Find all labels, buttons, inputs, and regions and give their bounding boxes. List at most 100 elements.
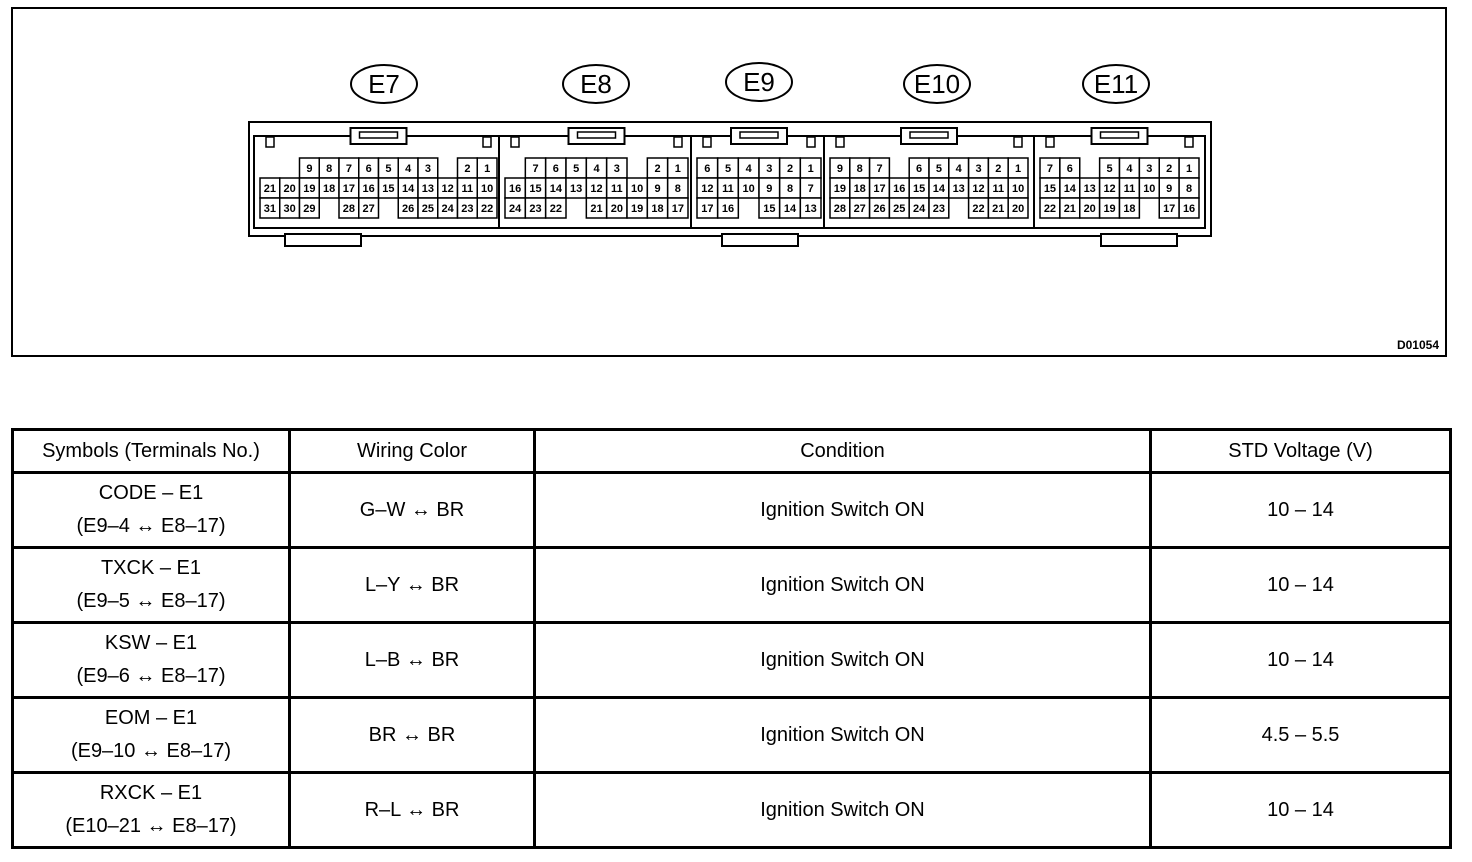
connector-e10-peg-right [1013, 136, 1023, 148]
terminal-number: 1 [675, 163, 681, 175]
terminal-cell [1007, 197, 1029, 219]
terminal-number: 5 [573, 163, 579, 175]
terminal-number: 16 [1183, 203, 1195, 215]
symbol-cell: EOM – E1 (E9–10 ↔ E8–17) [11, 696, 291, 774]
terminal-number: 8 [1186, 183, 1192, 195]
connector-e7-label: E7 [368, 69, 400, 99]
terminal-number: 2 [995, 163, 1001, 175]
terminal-number: 7 [1047, 163, 1053, 175]
terminal-number: 20 [1084, 203, 1096, 215]
terminal-number: 5 [1107, 163, 1113, 175]
voltage-cell: 10 – 14 [1149, 621, 1452, 699]
terminal-number: 26 [402, 203, 414, 215]
terminal-number: 11 [462, 183, 474, 195]
terminal-number: 16 [509, 183, 521, 195]
terminal-number: 11 [611, 183, 623, 195]
terminal-number: 10 [481, 183, 493, 195]
terminal-number: 24 [509, 203, 522, 215]
condition-cell: Ignition Switch ON [533, 621, 1152, 699]
terminal-number: 15 [913, 183, 925, 195]
terminal-number: 10 [743, 183, 755, 195]
terminal-number: 5 [936, 163, 942, 175]
terminal-number: 2 [464, 163, 470, 175]
terminal-number: 17 [873, 183, 885, 195]
terminal-number: 8 [326, 163, 332, 175]
voltage-cell: 10 – 14 [1149, 471, 1452, 549]
terminal-number: 11 [1124, 183, 1136, 195]
terminal-number: 8 [787, 183, 793, 195]
terminal-cell [716, 197, 740, 219]
connector-e10-peg-left [835, 136, 845, 148]
terminal-number: 12 [442, 183, 454, 195]
terminal-number: 20 [611, 203, 623, 215]
terminal-number: 27 [854, 203, 866, 215]
terminal-number: 6 [366, 163, 372, 175]
terminal-number: 28 [834, 203, 846, 215]
terminal-number: 20 [284, 183, 296, 195]
condition-cell: Ignition Switch ON [533, 696, 1152, 774]
symbol-text: RXCK – E1 [99, 782, 203, 804]
terminal-number: 4 [1126, 163, 1133, 175]
terminal-number: 9 [766, 183, 772, 195]
wiring-color-cell: L–Y ↔ BR [288, 546, 536, 624]
terminal-number: 19 [1103, 203, 1115, 215]
symbol-text: TXCK – E1 [100, 557, 202, 579]
terminal-number: 17 [672, 203, 684, 215]
terminal-number: 13 [805, 203, 817, 215]
terminal-number: 22 [1044, 203, 1056, 215]
symbol-text: KSW – E1 [104, 632, 198, 654]
connector-e7-peg-left [265, 136, 275, 148]
terminal-number: 2 [787, 163, 793, 175]
connector-e10-label: E10 [914, 69, 960, 99]
connector-e7-label-ellipse [350, 64, 418, 104]
terminal-number: 2 [1166, 163, 1172, 175]
connector-e9-bottom-tab [721, 233, 799, 247]
terminals-text: (E9–5 ↔ E8–17) [76, 590, 226, 612]
table-row: KSW – E1 (E9–6 ↔ E8–17) L–B ↔ BR Ignitio… [11, 621, 1452, 699]
connector-e9-peg-left [702, 136, 712, 148]
terminal-number: 2 [654, 163, 660, 175]
table-row: TXCK – E1 (E9–5 ↔ E8–17) L–Y ↔ BR Igniti… [11, 546, 1452, 624]
table-row: CODE – E1 (E9–4 ↔ E8–17) G–W ↔ BR Igniti… [11, 471, 1452, 549]
terminal-number: 31 [264, 203, 276, 215]
condition-cell: Ignition Switch ON [533, 471, 1152, 549]
connector-e10-label-ellipse [903, 64, 971, 104]
header-wiring-color: Wiring Color [288, 428, 536, 474]
figure-code: D01054 [1397, 338, 1439, 352]
symbol-cell: RXCK – E1 (E10–21 ↔ E8–17) [11, 771, 291, 849]
terminal-number: 5 [725, 163, 731, 175]
terminal-number: 25 [893, 203, 905, 215]
terminal-number: 21 [264, 183, 276, 195]
wiring-color-cell: G–W ↔ BR [288, 471, 536, 549]
terminals-text: (E9–6 ↔ E8–17) [76, 665, 226, 687]
terminal-number: 24 [442, 203, 455, 215]
terminal-cell [1118, 197, 1141, 219]
terminal-number: 14 [1064, 183, 1077, 195]
wiring-color-cell: L–B ↔ BR [288, 621, 536, 699]
terminal-number: 30 [284, 203, 296, 215]
terminal-number: 9 [837, 163, 843, 175]
terminal-number: 5 [385, 163, 391, 175]
connector-e11-peg-right [1184, 136, 1194, 148]
terminal-number: 16 [722, 203, 734, 215]
terminal-number: 3 [975, 163, 981, 175]
terminal-number: 17 [343, 183, 355, 195]
terminal-number: 27 [363, 203, 375, 215]
connector-e11-peg-left [1045, 136, 1055, 148]
terminal-number: 8 [857, 163, 863, 175]
terminal-number: 9 [306, 163, 312, 175]
connector-e9-label: E9 [743, 67, 775, 97]
terminal-cell [476, 197, 498, 219]
terminal-number: 9 [1166, 183, 1172, 195]
terminal-number: 29 [303, 203, 315, 215]
terminal-number: 3 [614, 163, 620, 175]
connector-e9-latch-slot [739, 131, 779, 139]
terminal-number: 7 [532, 163, 538, 175]
terminal-number: 21 [590, 203, 602, 215]
table-row: EOM – E1 (E9–10 ↔ E8–17) BR ↔ BR Ignitio… [11, 696, 1452, 774]
table-row: RXCK – E1 (E10–21 ↔ E8–17) R–L ↔ BR Igni… [11, 771, 1452, 849]
terminal-number: 12 [972, 183, 984, 195]
terminal-number: 6 [916, 163, 922, 175]
